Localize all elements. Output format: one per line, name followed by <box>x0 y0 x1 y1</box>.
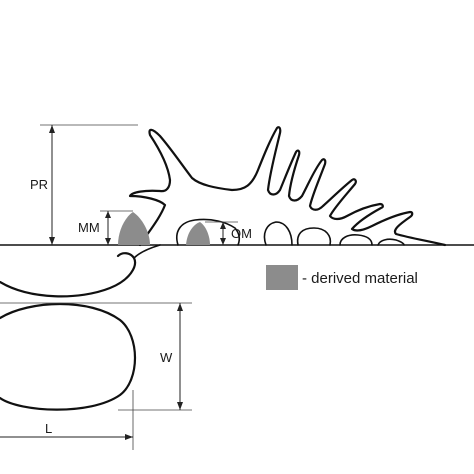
om-arrow-top <box>220 222 226 229</box>
om-arrow-bottom <box>220 238 226 245</box>
derived-material-om <box>186 222 210 245</box>
upper-ellipse <box>0 252 137 298</box>
crown-inner-right1 <box>296 227 332 246</box>
om-label: OM <box>231 226 252 241</box>
mm-arrow-top <box>105 211 111 218</box>
mm-arrow-bottom <box>105 238 111 245</box>
crown-inner-right2 <box>339 234 373 246</box>
derived-material-mm <box>118 212 150 245</box>
crown-inner-right3 <box>377 238 405 246</box>
lower-ellipse <box>0 302 137 411</box>
w-label: W <box>160 350 173 365</box>
w-arrow-bottom <box>177 402 183 410</box>
legend-swatch <box>266 265 298 290</box>
l-label: L <box>45 421 52 436</box>
legend-text: - derived material <box>302 270 418 287</box>
crown-inner-left <box>176 218 241 246</box>
pr-label: PR <box>30 177 48 192</box>
mm-label: MM <box>78 220 100 235</box>
stalk-connector <box>133 244 161 259</box>
crown-outline <box>128 126 447 247</box>
pr-arrow-top <box>49 125 55 133</box>
pr-arrow-bottom <box>49 237 55 245</box>
w-arrow-top <box>177 303 183 311</box>
l-arrow-right <box>125 434 133 440</box>
crown-inner-mid <box>263 221 293 246</box>
